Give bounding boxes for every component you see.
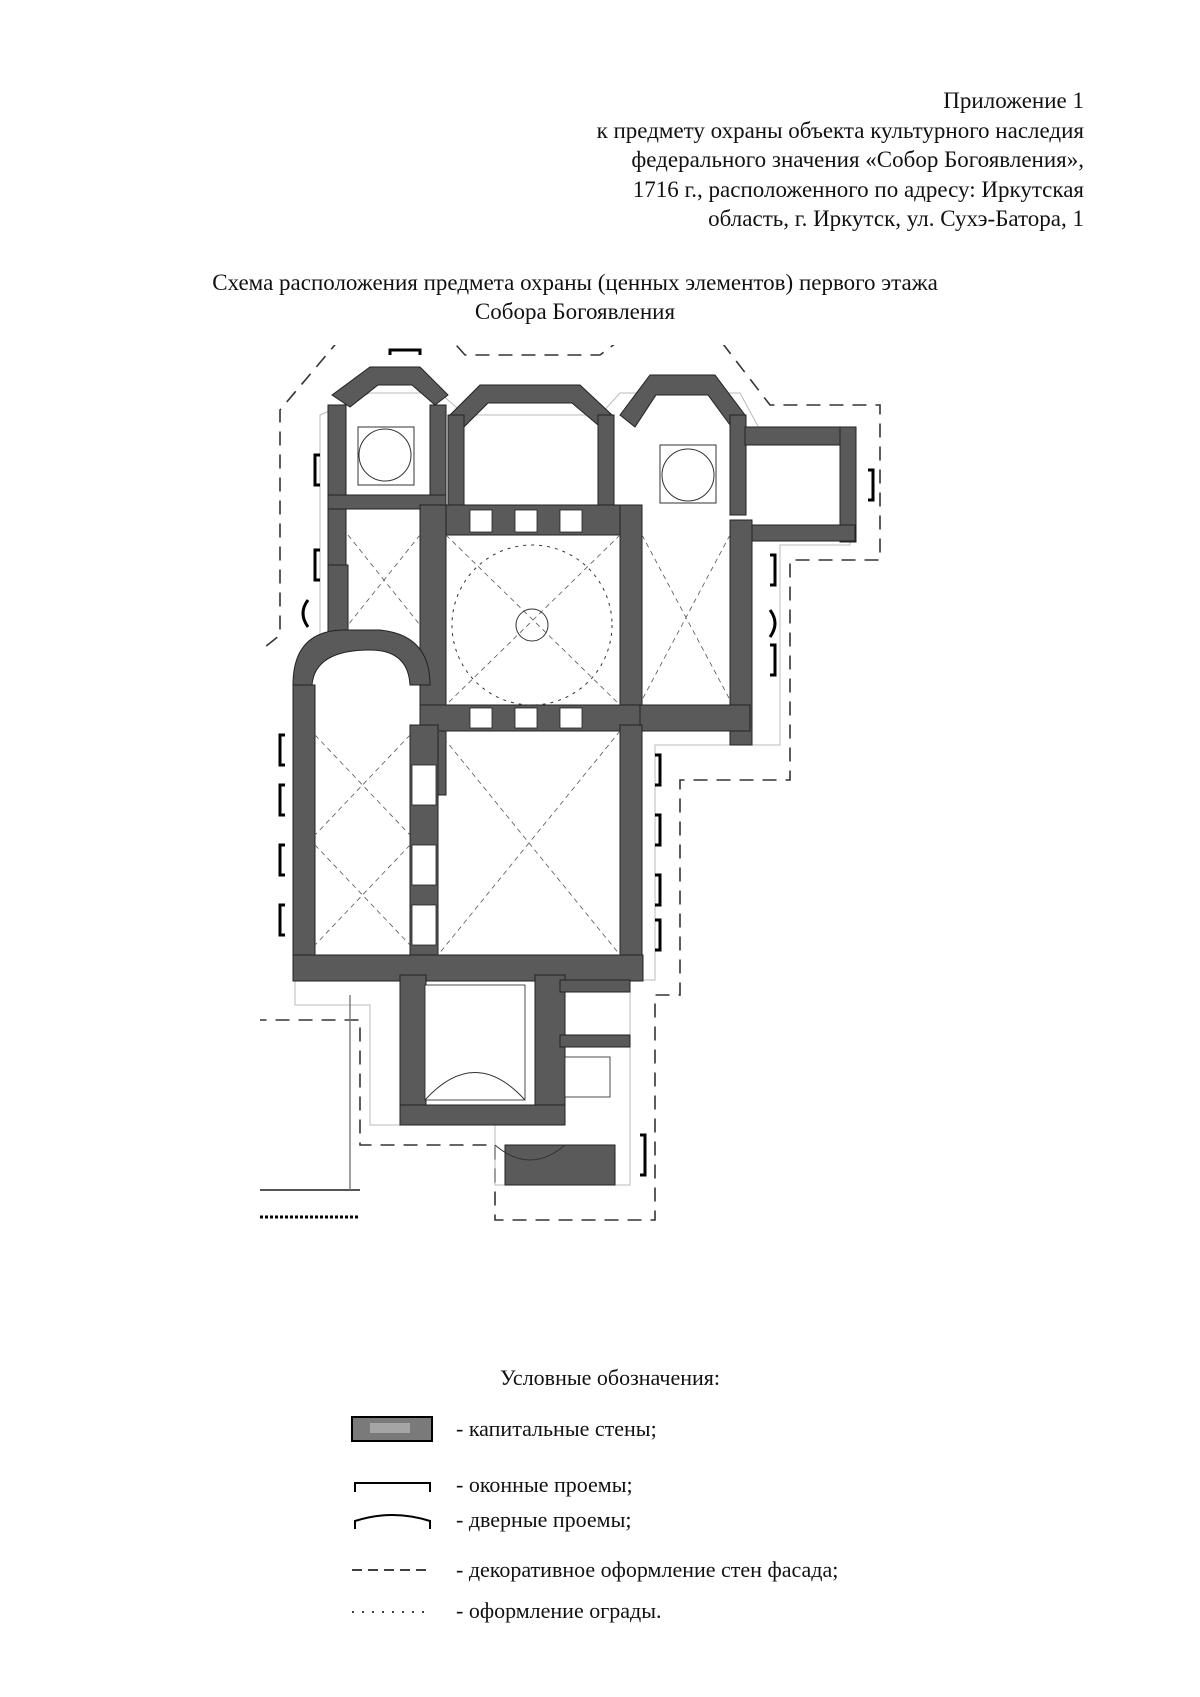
appendix-line: к предмету охраны объекта культурного на… xyxy=(596,117,1084,143)
appendix-line: федерального значения «Собор Богоявления… xyxy=(631,147,1084,172)
door-markers xyxy=(301,599,777,638)
wall-openings xyxy=(411,509,611,1101)
legend-text: - оформление ограды. xyxy=(456,1598,662,1623)
appendix-line: область, г. Иркутск, ул. Сухэ-Батора, 1 xyxy=(708,206,1084,231)
door-opening-symbol-icon xyxy=(350,1505,440,1535)
legend-item-windows: - оконные проемы; xyxy=(350,1470,633,1500)
legend-item-fence: - оформление ограды. xyxy=(350,1596,662,1626)
capital-wall-swatch-icon xyxy=(350,1414,440,1444)
window-markers xyxy=(278,348,875,1177)
appendix-line: 1716 г., расположенного по адресу: Иркут… xyxy=(632,176,1084,202)
legend-item-doors: - дверные проемы; xyxy=(350,1505,631,1535)
floor-plan xyxy=(260,345,881,1221)
legend-text: - оконные проемы; xyxy=(456,1472,633,1497)
legend-text: - дверные проемы; xyxy=(456,1507,632,1532)
fence-line xyxy=(260,995,360,1219)
dashed-line-symbol-icon xyxy=(350,1555,440,1585)
legend-item-capital-walls: - капитальные стены; xyxy=(350,1414,657,1444)
appendix-line: Приложение 1 xyxy=(943,88,1084,113)
legend-title: Условные обозначения: xyxy=(500,1365,721,1390)
dome-circles xyxy=(357,426,717,1161)
title-line-2: Собора Богоявления xyxy=(474,299,676,324)
legend-item-facade-decor: - декоративное оформление стен фасада; xyxy=(350,1555,838,1585)
document-title: Схема расположения предмета охраны (ценн… xyxy=(0,268,1200,326)
appendix-header: Приложение 1 к предмету охраны объекта к… xyxy=(597,86,1084,234)
legend-text: - капитальные стены; xyxy=(456,1416,657,1441)
title-line-1: Схема расположения предмета охраны (ценн… xyxy=(212,270,938,295)
legend-text: - декоративное оформление стен фасада; xyxy=(456,1557,839,1582)
dotted-line-symbol-icon xyxy=(350,1596,440,1626)
window-opening-symbol-icon xyxy=(350,1470,440,1500)
vault-lines xyxy=(314,534,731,956)
